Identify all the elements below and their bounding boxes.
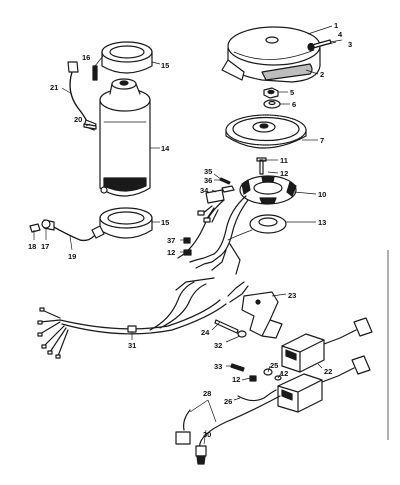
stator-harness bbox=[177, 195, 249, 275]
ground-nut bbox=[29, 223, 41, 233]
callout-26: 26 bbox=[224, 397, 232, 406]
ground-cable bbox=[43, 219, 105, 242]
bracket-washer bbox=[237, 330, 247, 338]
coil-ground-lead bbox=[237, 389, 277, 402]
callout-10: 10 bbox=[318, 190, 326, 199]
callout-labels: 1 2 3 4 5 6 7 11 12 10 13 35 36 34 37 12… bbox=[28, 21, 352, 439]
cover-strap bbox=[261, 63, 313, 81]
callout-20: 20 bbox=[74, 115, 82, 124]
callout-5: 5 bbox=[290, 88, 294, 97]
flywheel-cover bbox=[221, 26, 321, 83]
callout-12-coil-left: 12 bbox=[232, 375, 240, 384]
coil-ground-screw bbox=[249, 375, 257, 382]
bracket-screw bbox=[214, 319, 239, 334]
callout-14: 14 bbox=[161, 144, 170, 153]
callout-18: 18 bbox=[28, 242, 36, 251]
starter-motor bbox=[99, 78, 151, 197]
callout-35: 35 bbox=[204, 167, 212, 176]
callout-13: 13 bbox=[318, 218, 326, 227]
ground-washer bbox=[41, 219, 51, 229]
callout-37: 37 bbox=[167, 236, 175, 245]
callout-15-upper: 15 bbox=[161, 61, 169, 70]
coil-screw bbox=[230, 363, 245, 372]
callout-34: 34 bbox=[200, 186, 209, 195]
trigger bbox=[227, 214, 287, 241]
callout-17: 17 bbox=[41, 242, 49, 251]
ignition-coil-lower bbox=[277, 355, 371, 413]
stator-screw bbox=[256, 157, 267, 175]
callout-19: 19 bbox=[68, 252, 76, 261]
ignition-coil-upper bbox=[281, 317, 373, 373]
starter-boot-lower bbox=[99, 207, 153, 239]
harness-screw bbox=[183, 237, 191, 244]
wiring-harness bbox=[37, 277, 249, 359]
callout-3: 3 bbox=[348, 40, 352, 49]
callout-12-harness: 12 bbox=[167, 248, 175, 257]
callout-1: 1 bbox=[334, 21, 338, 30]
callout-16: 16 bbox=[82, 53, 90, 62]
callout-33: 33 bbox=[214, 362, 222, 371]
stator bbox=[239, 175, 297, 205]
callout-30: 30 bbox=[203, 430, 211, 439]
callout-36: 36 bbox=[204, 176, 212, 185]
callout-4: 4 bbox=[338, 30, 343, 39]
spark-plug-lead bbox=[175, 395, 281, 465]
callout-32: 32 bbox=[214, 341, 222, 350]
boot-screw bbox=[92, 65, 98, 81]
callout-24: 24 bbox=[201, 328, 210, 337]
flywheel-washer bbox=[263, 99, 281, 109]
clamp-washer bbox=[221, 185, 235, 193]
flywheel bbox=[225, 114, 307, 149]
retainer-clamp bbox=[205, 189, 225, 204]
cover-screw bbox=[307, 39, 332, 52]
callout-21: 21 bbox=[50, 83, 58, 92]
flywheel-nut bbox=[263, 87, 279, 99]
starter-boot-upper bbox=[101, 41, 153, 74]
callout-23: 23 bbox=[288, 291, 296, 300]
clamp-screw bbox=[219, 177, 231, 185]
callout-2: 2 bbox=[320, 70, 324, 79]
callout-7: 7 bbox=[320, 136, 324, 145]
callout-11: 11 bbox=[280, 156, 288, 165]
callout-25: 25 bbox=[270, 361, 278, 370]
callout-12-stator: 12 bbox=[280, 169, 288, 178]
callout-28: 28 bbox=[203, 389, 211, 398]
callout-31: 31 bbox=[128, 341, 136, 350]
harness-ground-screw bbox=[183, 249, 192, 256]
callout-15-lower: 15 bbox=[161, 218, 169, 227]
leader-lines bbox=[33, 25, 343, 445]
callout-12-coil-right: 12 bbox=[280, 369, 288, 378]
callout-6: 6 bbox=[292, 100, 296, 109]
callout-22: 22 bbox=[324, 367, 332, 376]
mounting-bracket bbox=[241, 291, 283, 339]
